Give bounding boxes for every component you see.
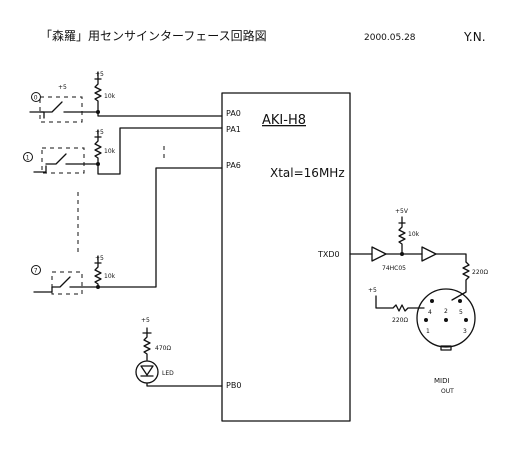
sensor-7-switch-blade [51,276,71,288]
midi-pin-dot [424,318,428,322]
schematic-date: 2000.05.28 [364,33,416,43]
sensor-0-pullup-resistor [94,78,102,113]
sensor-7-circuit: 7 +5 10k [31,167,223,295]
pin-label-pa6: PA6 [226,161,241,170]
led-resistor-value: 470Ω [155,345,171,352]
sensor-1-switch-blade [45,153,67,165]
sensor-0-number: 0 [34,95,38,102]
led-circuit: +5 470Ω LED [135,317,223,387]
led-resistor [143,332,151,361]
midi-series-resistor-value: 220Ω [472,269,488,276]
midi-pin-1: 1 [426,328,430,335]
sensor-0-enclosure [39,96,83,123]
sensor-0-switch-blade [39,101,63,113]
schematic-title: 「森羅」用センサインターフェース回路図 [40,28,267,43]
mcu-crystal: Xtal=16MHz [270,166,345,180]
led-diode-icon [140,365,154,377]
sensor-7-number: 7 [34,268,38,275]
sensor-0-wire-pa0 [81,111,223,117]
midi-pin-5: 5 [459,309,463,316]
pin-label-pa1: PA1 [226,125,241,134]
midi-left-supply: +5 [368,287,377,294]
midi-out-circuit: 74HC05 +5V 10k 220Ω +5 220Ω 4 2 5 1 3 MI… [349,208,488,395]
midi-din-connector [416,288,476,348]
led-vcc [142,327,152,334]
sensor-0-circuit: 0 +5 +5 10k [29,71,223,123]
sensor-1-junction [96,162,100,166]
mcu-name: AKI-H8 [262,113,306,128]
led-body [135,360,159,384]
sensor-0-junction [96,110,100,114]
sensor-1-pullup-resistor [94,136,102,165]
led-wire-pb0 [146,382,223,387]
sensor-0-ground-lead [29,111,45,119]
buffer-chip-label: 74HC05 [382,265,406,272]
midi-vcc [398,216,406,224]
led-label: LED [162,370,174,377]
sensor-1-ground-lead [33,165,47,173]
sensor-number-ring [31,265,41,275]
midi-left-resistor [375,295,425,312]
sensor-1-number: 1 [26,155,30,162]
sensor-7-pullup-resistor [94,262,102,288]
midi-pin-2: 2 [444,308,448,315]
midi-pin-dot [430,299,434,303]
sensor-1-enclosure [41,147,85,174]
mcu-block [221,92,351,422]
midi-pin-dot [464,318,468,322]
sensor-number-ring [23,152,33,162]
pin-label-pb0: PB0 [226,381,241,390]
sensor-7-enclosure [51,271,83,295]
midi-junction [400,252,404,256]
midi-supply: +5V [395,208,409,215]
buffer-1-icon [371,246,387,262]
sensor-7-ground-lead [33,286,53,293]
midi-label: MIDI [434,377,450,385]
midi-series-resistor [451,261,470,301]
sensor-0-resistor-value: 10k [104,93,116,100]
pin-label-pa0: PA0 [226,109,241,118]
midi-din-key [440,345,452,351]
sensor-1-pullup-supply: +5 [95,129,104,136]
midi-pin-3: 3 [463,328,467,335]
midi-pin-dot [458,299,462,303]
midi-out-wire [435,253,467,263]
led-supply: +5 [141,317,150,324]
sensor-1-resistor-value: 10k [104,148,116,155]
sensor-1-wire-pa1 [83,127,223,175]
sensor-0-supply: +5 [58,84,67,91]
midi-pin-4: 4 [428,309,432,316]
midi-sublabel: OUT [441,388,454,395]
midi-left-resistor-value: 220Ω [392,317,408,324]
pin-label-txd0: TXD0 [317,250,340,259]
midi-pullup-resistor [398,222,406,255]
sensor-7-pullup-supply: +5 [95,255,104,262]
buffer-2-icon [421,246,437,262]
sensor-0-pullup-supply: +5 [95,71,104,78]
sensor-7-resistor-value: 10k [104,273,116,280]
schematic-author: Y.N. [463,30,486,44]
sensor-7-junction [96,285,100,289]
midi-pin-dot [444,318,448,322]
sensor-7-wire-pa6 [81,167,223,288]
sensor-1-circuit: 1 +5 10k [23,127,223,175]
midi-pullup-value: 10k [408,231,420,238]
